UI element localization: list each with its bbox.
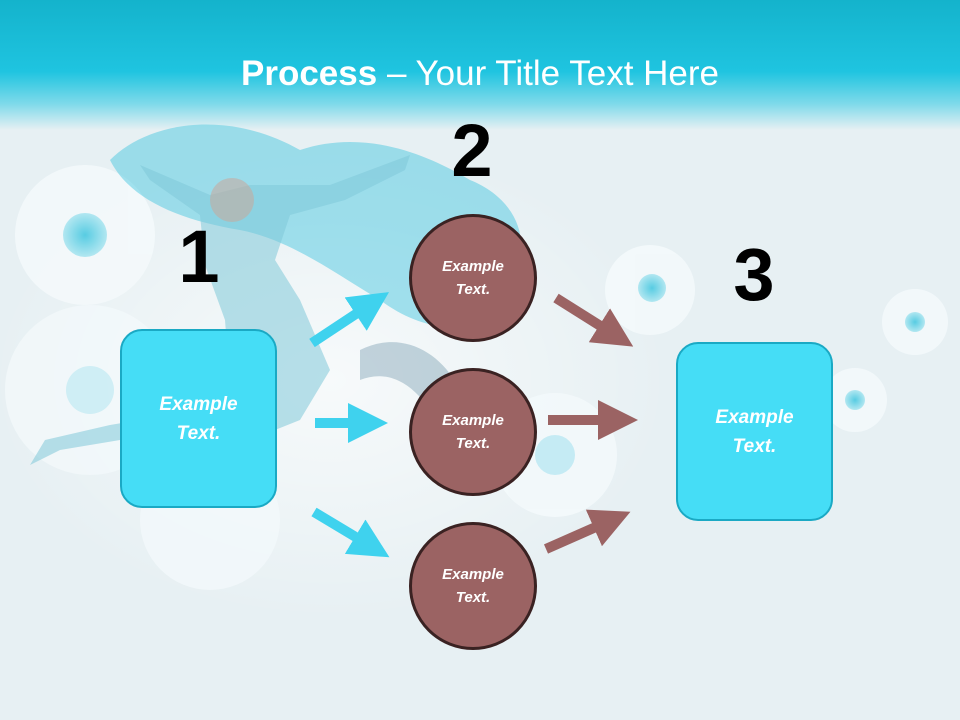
title-bold: Process — [241, 54, 378, 93]
circle-2-label: Example Text. — [442, 412, 504, 452]
arrow-from-circle-3 — [543, 509, 631, 554]
title-bar — [0, 0, 960, 130]
circle-1: Example Text. — [409, 214, 537, 342]
step-box-3: Example Text. — [676, 342, 833, 521]
slide-title: Process – Your Title Text Here — [0, 52, 960, 96]
title-rest: – Your Title Text Here — [377, 54, 719, 93]
step-number-3: 3 — [733, 233, 775, 316]
arrow-to-circle-1 — [309, 292, 390, 348]
arrow-from-circle-1 — [553, 293, 634, 347]
circle-1-label: Example Text. — [442, 258, 504, 298]
arrow-to-circle-3 — [311, 507, 390, 558]
step-box-3-label: Example Text. — [715, 406, 794, 457]
circle-2: Example Text. — [409, 368, 537, 496]
step-box-1-label: Example Text. — [159, 393, 238, 444]
step-box-1: Example Text. — [120, 329, 277, 508]
step-number-1: 1 — [178, 215, 220, 298]
circle-3-label: Example Text. — [442, 566, 504, 606]
step-number-2: 2 — [451, 109, 493, 192]
dancer-silhouette — [30, 155, 410, 465]
circle-3: Example Text. — [409, 522, 537, 650]
